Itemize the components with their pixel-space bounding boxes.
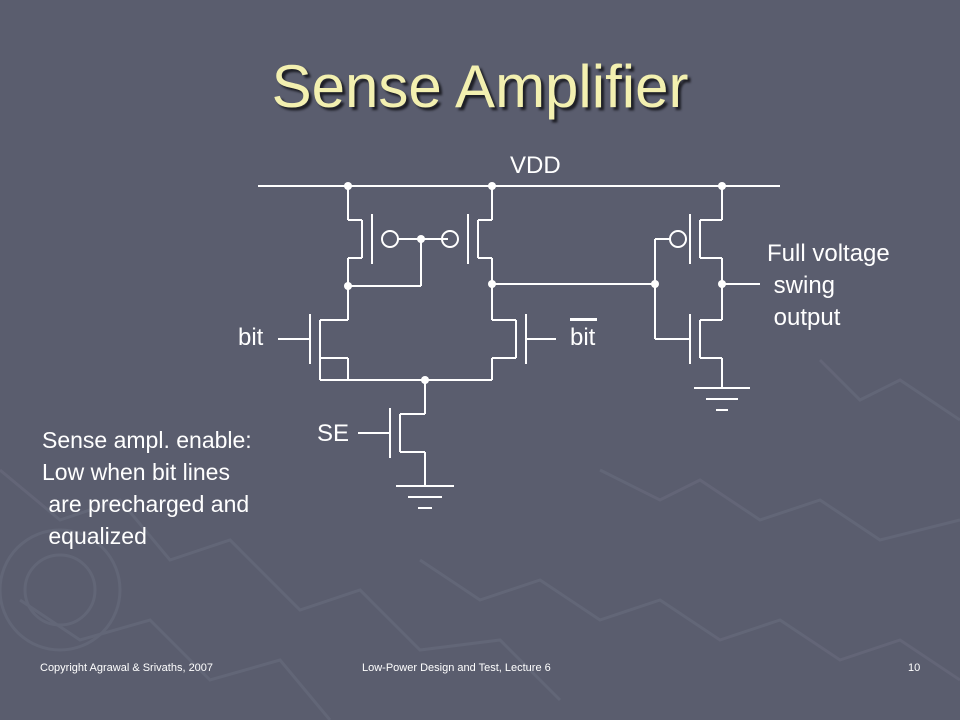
output-description: Full voltage swing output <box>767 238 890 334</box>
enable-nmos-transistor <box>358 408 426 486</box>
bit-bar-overline <box>570 318 597 321</box>
sense-enable-label: SE <box>317 420 350 447</box>
output-description-line: output <box>767 304 841 331</box>
enable-note: Sense ampl. enable: Low when bit lines a… <box>42 424 252 552</box>
bit-right-label: bit <box>570 324 596 351</box>
ground-symbol-output <box>694 387 750 411</box>
output-pmos-transistor <box>655 214 722 264</box>
footer-copyright: Copyright Agrawal & Srivaths, 2007 <box>40 662 214 674</box>
enable-note-line: Low when bit lines <box>42 459 230 485</box>
enable-note-line: equalized <box>42 523 147 549</box>
output-description-line: Full voltage <box>767 240 890 267</box>
output-description-line: swing <box>767 272 836 299</box>
vdd-label: VDD <box>510 152 561 179</box>
ground-symbol-enable <box>396 485 454 509</box>
right-pmos-transistor <box>441 214 492 264</box>
page-number: 10 <box>908 662 921 674</box>
enable-note-line: Sense ampl. enable: <box>42 427 252 453</box>
bit-left-label: bit <box>238 324 264 351</box>
enable-note-line: are precharged and <box>42 491 250 517</box>
left-pmos-transistor <box>348 214 448 264</box>
output-nmos-transistor <box>655 314 723 388</box>
left-nmos-transistor <box>278 286 349 380</box>
junction-dots <box>344 182 726 384</box>
right-nmos-transistor <box>491 284 556 380</box>
slide-title: Sense Amplifier <box>271 53 689 120</box>
footer-lecture: Low-Power Design and Test, Lecture 6 <box>362 662 551 674</box>
